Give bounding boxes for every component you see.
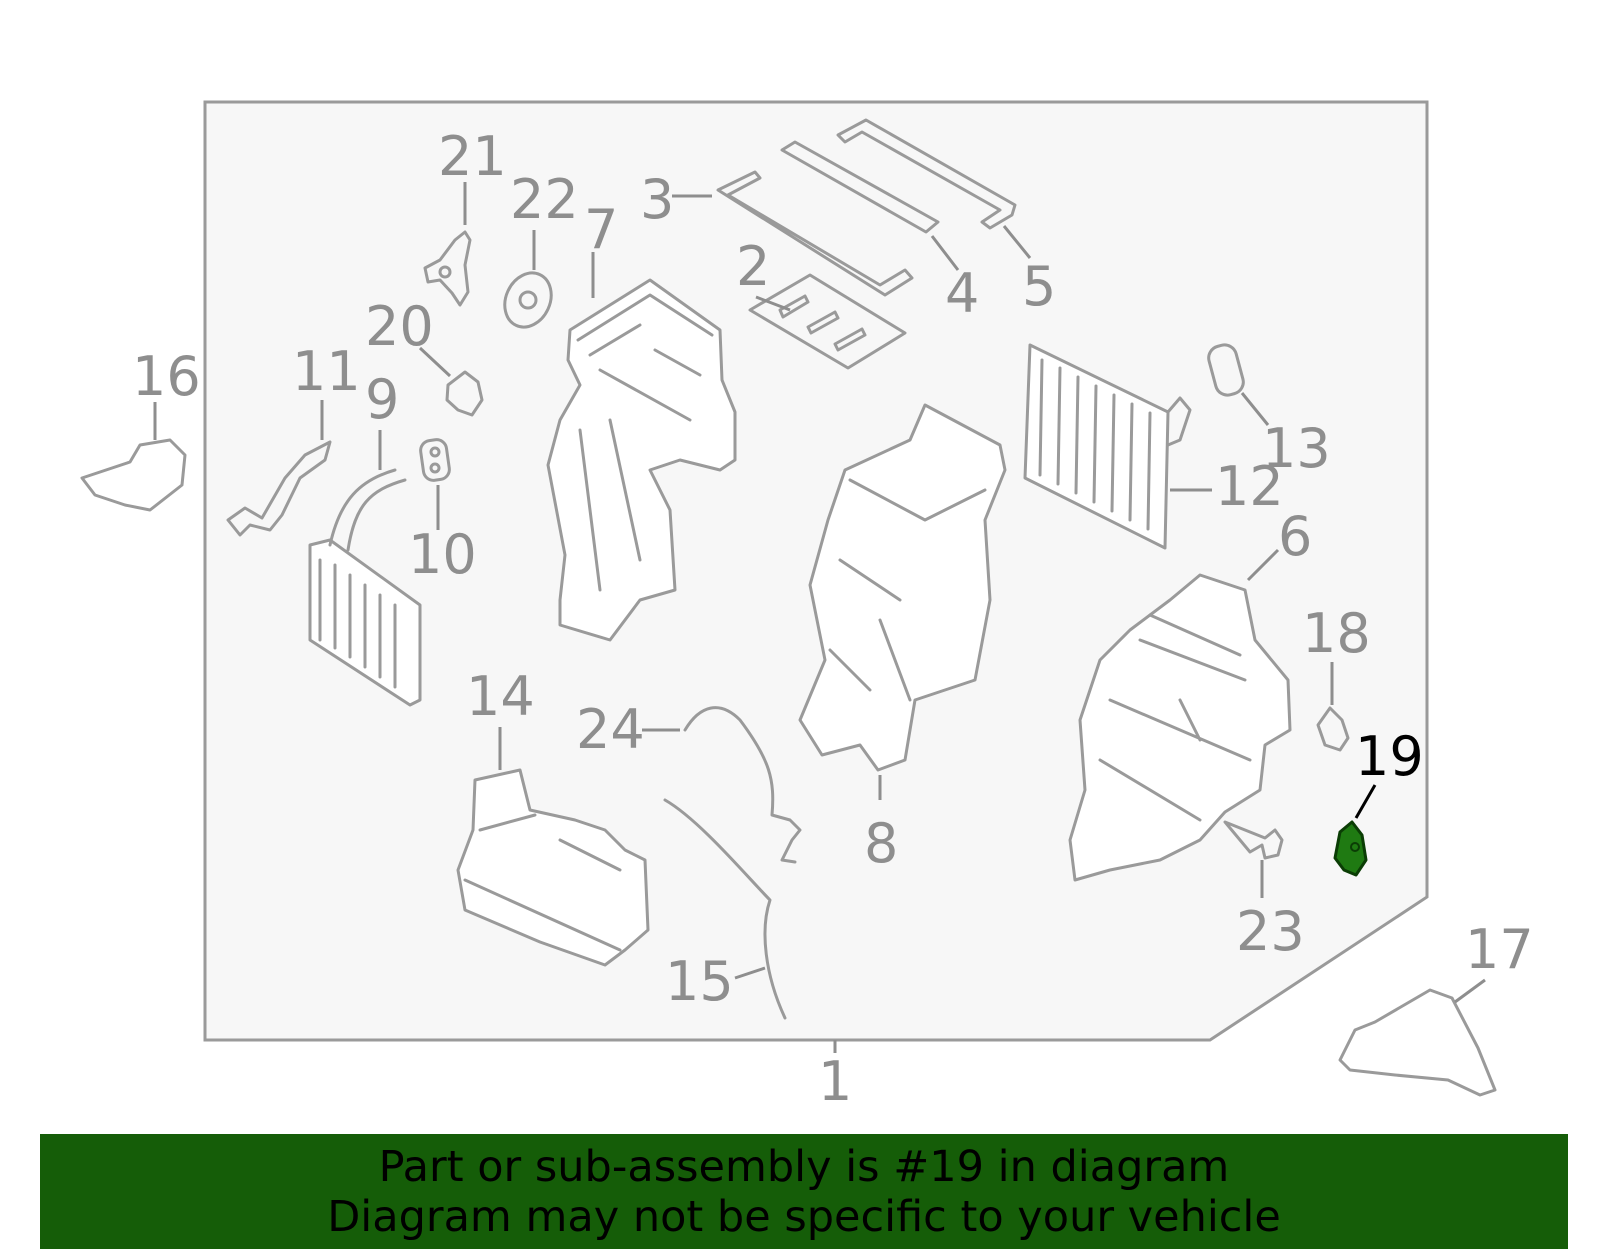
- part-7-case[interactable]: [546, 278, 737, 642]
- callout-23: 23: [1236, 900, 1305, 963]
- part-8-case[interactable]: [798, 403, 1007, 772]
- part-9-heater-core[interactable]: [308, 468, 422, 707]
- callout-19: 19: [1355, 725, 1424, 788]
- part-17-duct[interactable]: [1338, 988, 1497, 1097]
- callout-13: 13: [1262, 417, 1331, 480]
- callout-8: 8: [864, 812, 898, 875]
- callout-17: 17: [1465, 918, 1534, 981]
- part-18-clip[interactable]: [1316, 706, 1350, 752]
- callout-11: 11: [292, 340, 361, 403]
- part-3-gasket[interactable]: [716, 170, 914, 297]
- part-2-filter[interactable]: [748, 273, 907, 370]
- callout-1: 1: [818, 1050, 852, 1113]
- callout-16: 16: [132, 345, 201, 408]
- callout-15: 15: [665, 950, 734, 1013]
- part-5-gasket[interactable]: [836, 118, 1017, 230]
- part-22-actuator[interactable]: [496, 265, 560, 334]
- part-15-hose[interactable]: [663, 798, 787, 1020]
- callout-24: 24: [576, 698, 645, 761]
- part-21-bracket[interactable]: [423, 230, 472, 307]
- part-14-case[interactable]: [456, 768, 650, 967]
- part-23-sensor[interactable]: [1223, 820, 1284, 860]
- part-11-pipe[interactable]: [226, 440, 332, 537]
- callout-2: 2: [736, 235, 770, 298]
- callout-10: 10: [408, 523, 477, 586]
- part-6-case[interactable]: [1068, 573, 1292, 882]
- callout-9: 9: [365, 368, 399, 431]
- part-13-grommet[interactable]: [1206, 342, 1246, 398]
- callout-18: 18: [1302, 602, 1371, 665]
- callout-6: 6: [1278, 505, 1312, 568]
- part-12-evaporator[interactable]: [1023, 343, 1192, 550]
- callout-22: 22: [510, 168, 579, 231]
- leader-lines: [153, 182, 1486, 1053]
- part-16-duct[interactable]: [80, 438, 187, 512]
- callout-12: 12: [1215, 455, 1284, 518]
- callout-21: 21: [438, 125, 507, 188]
- part-20-actuator[interactable]: [445, 370, 484, 417]
- callout-3: 3: [640, 168, 674, 231]
- callout-14: 14: [466, 665, 535, 728]
- banner-line-2: Diagram may not be specific to your vehi…: [327, 1191, 1281, 1242]
- part-10-grommet[interactable]: [419, 438, 451, 482]
- callout-5: 5: [1022, 255, 1056, 318]
- part-4-seal[interactable]: [780, 140, 940, 234]
- info-banner: Part or sub-assembly is #19 in diagram D…: [40, 1134, 1568, 1249]
- callout-7: 7: [584, 198, 618, 261]
- part-19-highlighted[interactable]: [1333, 820, 1368, 877]
- part-24-hose[interactable]: [683, 706, 802, 864]
- callout-20: 20: [365, 295, 434, 358]
- callout-4: 4: [945, 262, 979, 325]
- banner-line-1: Part or sub-assembly is #19 in diagram: [378, 1141, 1230, 1192]
